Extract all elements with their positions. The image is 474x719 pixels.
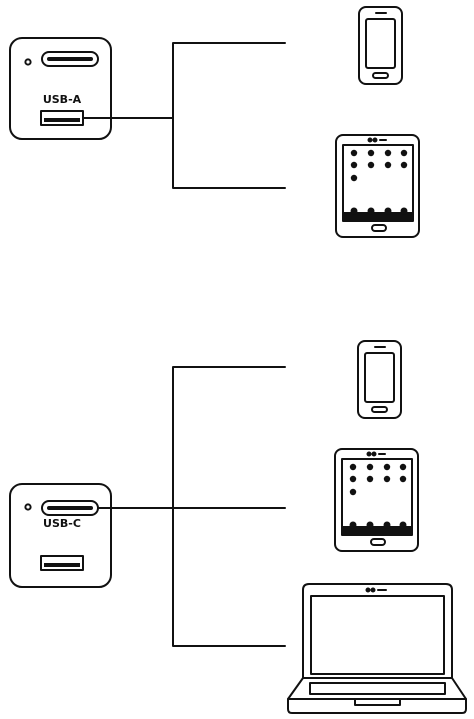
port-label-usb-a: USB-A [43,93,82,106]
port-label-usb-c: USB-C [43,517,81,530]
laptop-icon [287,583,467,714]
usb-a-port [40,555,84,571]
charger-body [9,483,112,588]
tablet-icon [334,448,419,552]
usb-c-port [41,51,99,67]
bottom-cables [97,366,286,647]
indicator-led [24,58,32,66]
indicator-led [24,503,32,511]
smartphone-icon [358,6,403,85]
charger-body [9,37,112,140]
tablet-icon [335,134,420,238]
smartphone-icon [357,340,402,419]
charger-usb-c [9,483,112,588]
top-cables [82,42,286,189]
charger-usb-a [9,37,112,140]
